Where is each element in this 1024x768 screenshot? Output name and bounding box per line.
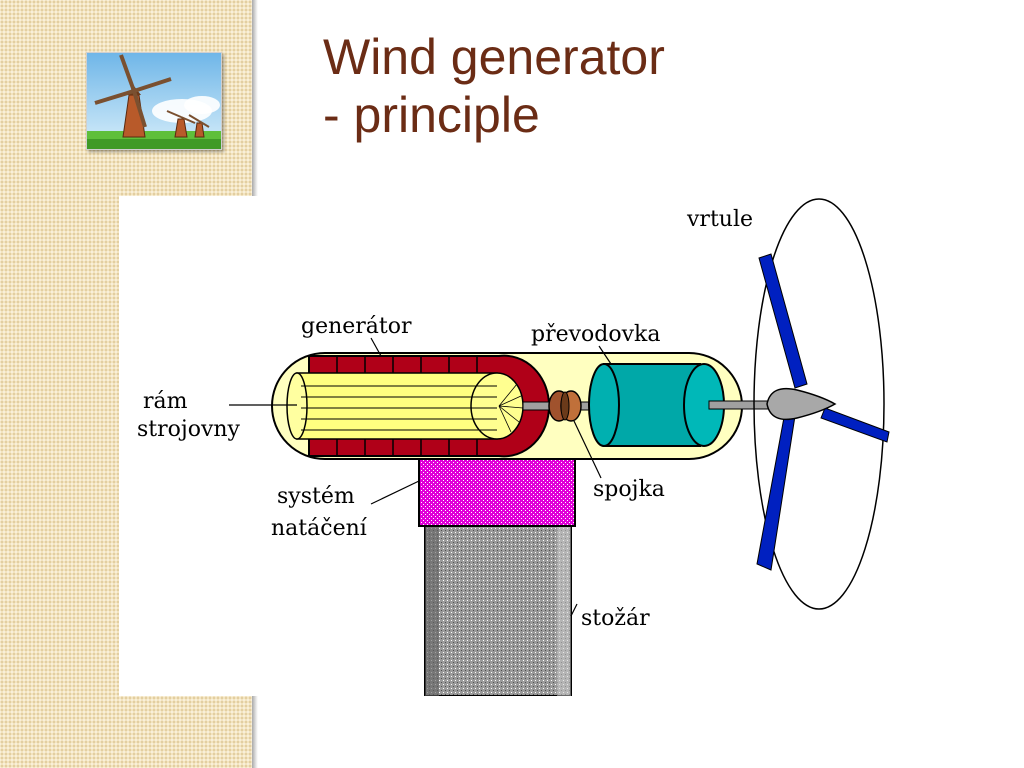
rotor-hub-shape [766,387,837,421]
yaw-system-shape [418,457,576,527]
tower-shape [424,520,572,696]
label-prevodovka: převodovka [531,322,661,347]
slide-title-line-1: Wind generator [323,29,665,85]
label-stozar: stožár [581,606,650,631]
label-ram-line-1: rám [143,389,188,414]
label-system-line-1: systém [277,484,355,509]
slide-title: Wind generator - principle [323,28,665,144]
rotor-sweep-ellipse [753,198,885,610]
label-spojka: spojka [593,477,665,502]
label-ram-line-2: strojovny [137,417,241,442]
slide-title-line-2: - principle [323,87,540,143]
windmill-logo-icon [86,52,222,150]
label-generator: generátor [301,314,412,339]
coupling-shape [522,390,604,422]
label-vrtule: vrtule [686,207,753,232]
label-system-line-2: natáčení [271,516,368,541]
gearbox-shape [588,363,725,447]
wind-generator-diagram: vrtule generátor převodovka rám strojovn… [119,196,899,696]
generator-shape [286,354,551,458]
